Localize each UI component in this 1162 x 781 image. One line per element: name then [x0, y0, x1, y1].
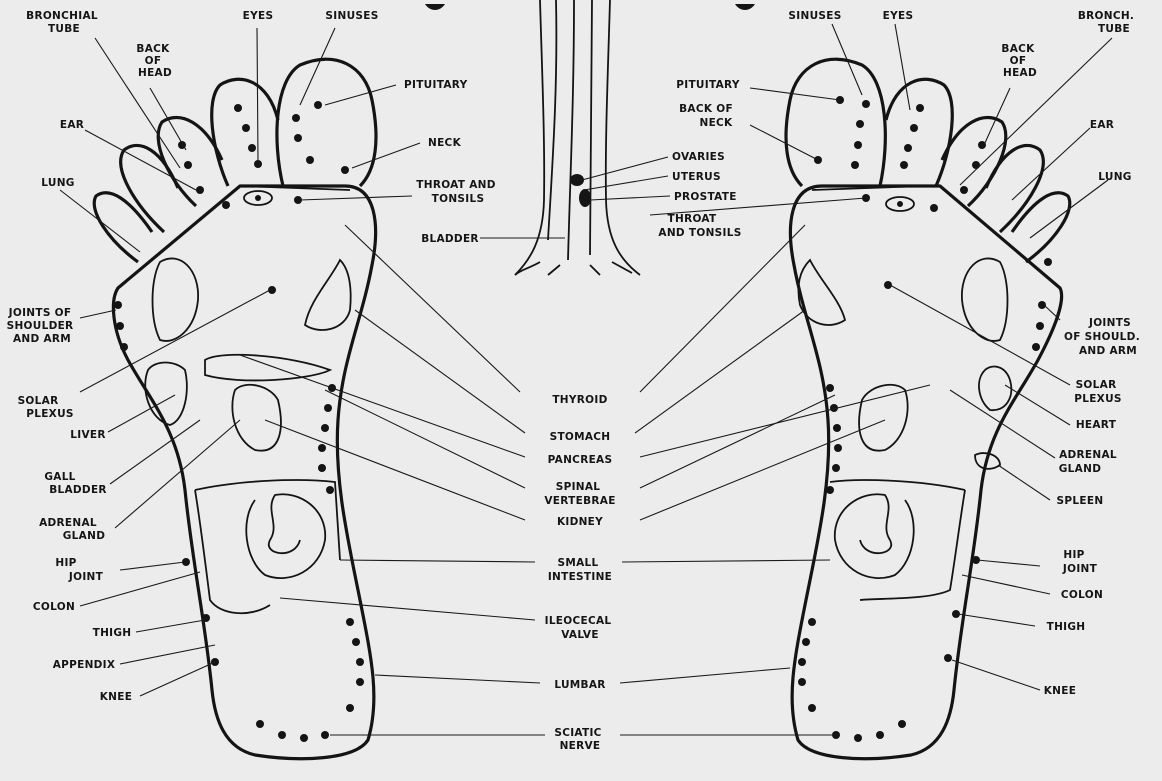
right-foot: [786, 59, 1070, 758]
left-colon-shape: [195, 480, 340, 613]
right-kidney-shape: [859, 385, 908, 451]
label-knee-right: KNEE: [1044, 685, 1076, 697]
label-spleen: SPLEEN: [1057, 495, 1104, 507]
label-gall-bladder: GALL BLADDER: [44, 471, 106, 496]
left-big-toe: [277, 59, 376, 186]
label-lung: LUNG: [41, 177, 74, 189]
label-joints-of-shoulder: JOINTS OF SHOULDER AND ARM: [7, 307, 78, 345]
label-adrenal-gland: ADRENAL GLAND: [39, 517, 105, 542]
right-colon-shape: [830, 480, 965, 600]
label-thyroid: THYROID: [552, 394, 607, 406]
label-uterus: UTERUS: [672, 171, 721, 183]
left-kidney-shape: [232, 385, 281, 451]
label-small-intestine: SMALL INTESTINE: [548, 557, 612, 583]
label-sinuses: SINUSES: [325, 10, 378, 22]
label-appendix: APPENDIX: [53, 659, 116, 671]
label-ear: EAR: [60, 119, 84, 131]
right-foot-sole-outline: [790, 186, 1061, 759]
right-reflex-points: [798, 96, 1052, 742]
label-eyes: EYES: [243, 10, 274, 22]
left-top-ornament: [425, 4, 445, 10]
left-toe-5: [94, 193, 152, 262]
label-thigh-left: THIGH: [93, 627, 132, 639]
label-liver: LIVER: [70, 429, 105, 441]
label-colon-left: COLON: [33, 601, 75, 613]
label-colon-right: COLON: [1061, 589, 1103, 601]
label-solar-plexus-right: SOLAR PLEXUS: [1074, 379, 1122, 405]
left-toe-4: [121, 146, 178, 232]
label-ileocecal-valve: ILEOCECAL VALVE: [545, 615, 616, 641]
label-lung-right: LUNG: [1098, 171, 1131, 183]
label-back-of-head: BACK OF HEAD: [136, 43, 173, 79]
label-bladder: BLADDER: [421, 233, 479, 245]
left-small-intestine-shape: [246, 494, 325, 578]
left-toe-2: [212, 79, 278, 186]
left-liver-shape: [145, 363, 187, 426]
label-pituitary-right: PITUITARY: [676, 79, 740, 91]
label-adrenal-gland-right: ADRENAL GLAND: [1059, 449, 1121, 475]
label-prostate: PROSTATE: [674, 191, 737, 203]
center-labels: OVARIES UTERUS PROSTATE THROAT AND TONSI…: [421, 151, 741, 752]
right-toe-2: [886, 79, 952, 186]
right-stomach-shape: [798, 260, 845, 325]
label-pituitary: PITUITARY: [404, 79, 468, 91]
right-heart-shape: [979, 367, 1011, 411]
label-throat-and-tonsils-left: THROAT AND TONSILS: [416, 179, 499, 205]
label-lumbar: LUMBAR: [554, 679, 605, 691]
label-bronchial-tube-right: BRONCH. TUBE: [1078, 10, 1138, 35]
label-sciatic-nerve: SCIATIC NERVE: [554, 727, 605, 752]
label-eyes-right: EYES: [883, 10, 914, 22]
label-knee-left: KNEE: [100, 691, 132, 703]
label-stomach: STOMACH: [550, 431, 611, 443]
left-stomach-shape: [305, 260, 351, 330]
label-ovaries: OVARIES: [672, 151, 725, 163]
label-pancreas: PANCREAS: [548, 454, 613, 466]
right-big-toe: [786, 59, 885, 186]
right-labels: SINUSES EYES BRONCH. TUBE PITUITARY BACK…: [676, 10, 1144, 697]
left-foot-sole-outline: [113, 186, 375, 759]
label-neck: NECK: [428, 137, 462, 149]
label-thigh-right: THIGH: [1047, 621, 1086, 633]
left-foot: [94, 59, 376, 758]
label-spinal-vertebrae: SPINAL VERTEBRAE: [544, 481, 615, 507]
ovaries-marker: [570, 174, 584, 186]
left-labels: BRONCHIAL TUBE EYES SINUSES BACK OF HEAD…: [7, 10, 500, 703]
label-joints-of-shoulder-right: JOINTS OF SHOULD. AND ARM: [1064, 317, 1144, 357]
label-solar-plexus: SOLAR PLEXUS: [18, 395, 74, 420]
label-back-of-neck: BACK OF NECK: [679, 103, 737, 129]
prostate-marker: [579, 189, 591, 207]
right-top-ornament: [735, 4, 755, 10]
label-heart: HEART: [1076, 419, 1117, 431]
right-small-intestine-shape: [835, 494, 914, 578]
label-sinuses-right: SINUSES: [788, 10, 841, 22]
right-toe-5: [1012, 193, 1070, 262]
label-kidney: KIDNEY: [557, 516, 603, 528]
label-ear-right: EAR: [1090, 119, 1114, 131]
label-hip-joint-right: HIP JOINT: [1062, 549, 1098, 575]
right-toe-4: [986, 146, 1043, 232]
label-hip-joint: HIP JOINT: [55, 557, 103, 583]
left-lung-shape: [153, 258, 199, 340]
label-throat-and-tonsils-center: THROAT AND TONSILS: [658, 213, 741, 239]
label-back-of-head-right: BACK OF HEAD: [1001, 43, 1038, 79]
left-pancreas-shape: [205, 355, 330, 381]
label-bronchial-tube: BRONCHIAL TUBE: [26, 10, 102, 35]
